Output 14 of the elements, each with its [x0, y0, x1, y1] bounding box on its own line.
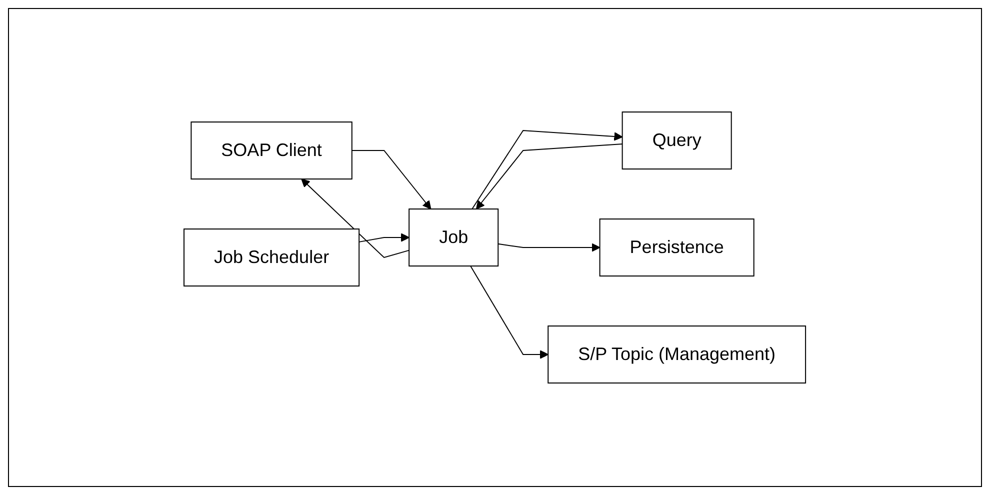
- node-box: [184, 228, 360, 286]
- arrow: [476, 144, 624, 210]
- arrow: [358, 233, 410, 242]
- node-box: [622, 112, 732, 170]
- arrow: [470, 266, 549, 359]
- arrow: [498, 243, 600, 252]
- arrow: [472, 130, 623, 210]
- arrow: [352, 150, 432, 210]
- node-box: [190, 122, 353, 180]
- node-box: [408, 208, 499, 266]
- diagram-frame: SOAP Client Job Scheduler Query Job Persistence S/P Topic (Management): [8, 8, 982, 487]
- arrow: [301, 178, 410, 258]
- node-box: [600, 218, 755, 276]
- node-box: [548, 326, 806, 384]
